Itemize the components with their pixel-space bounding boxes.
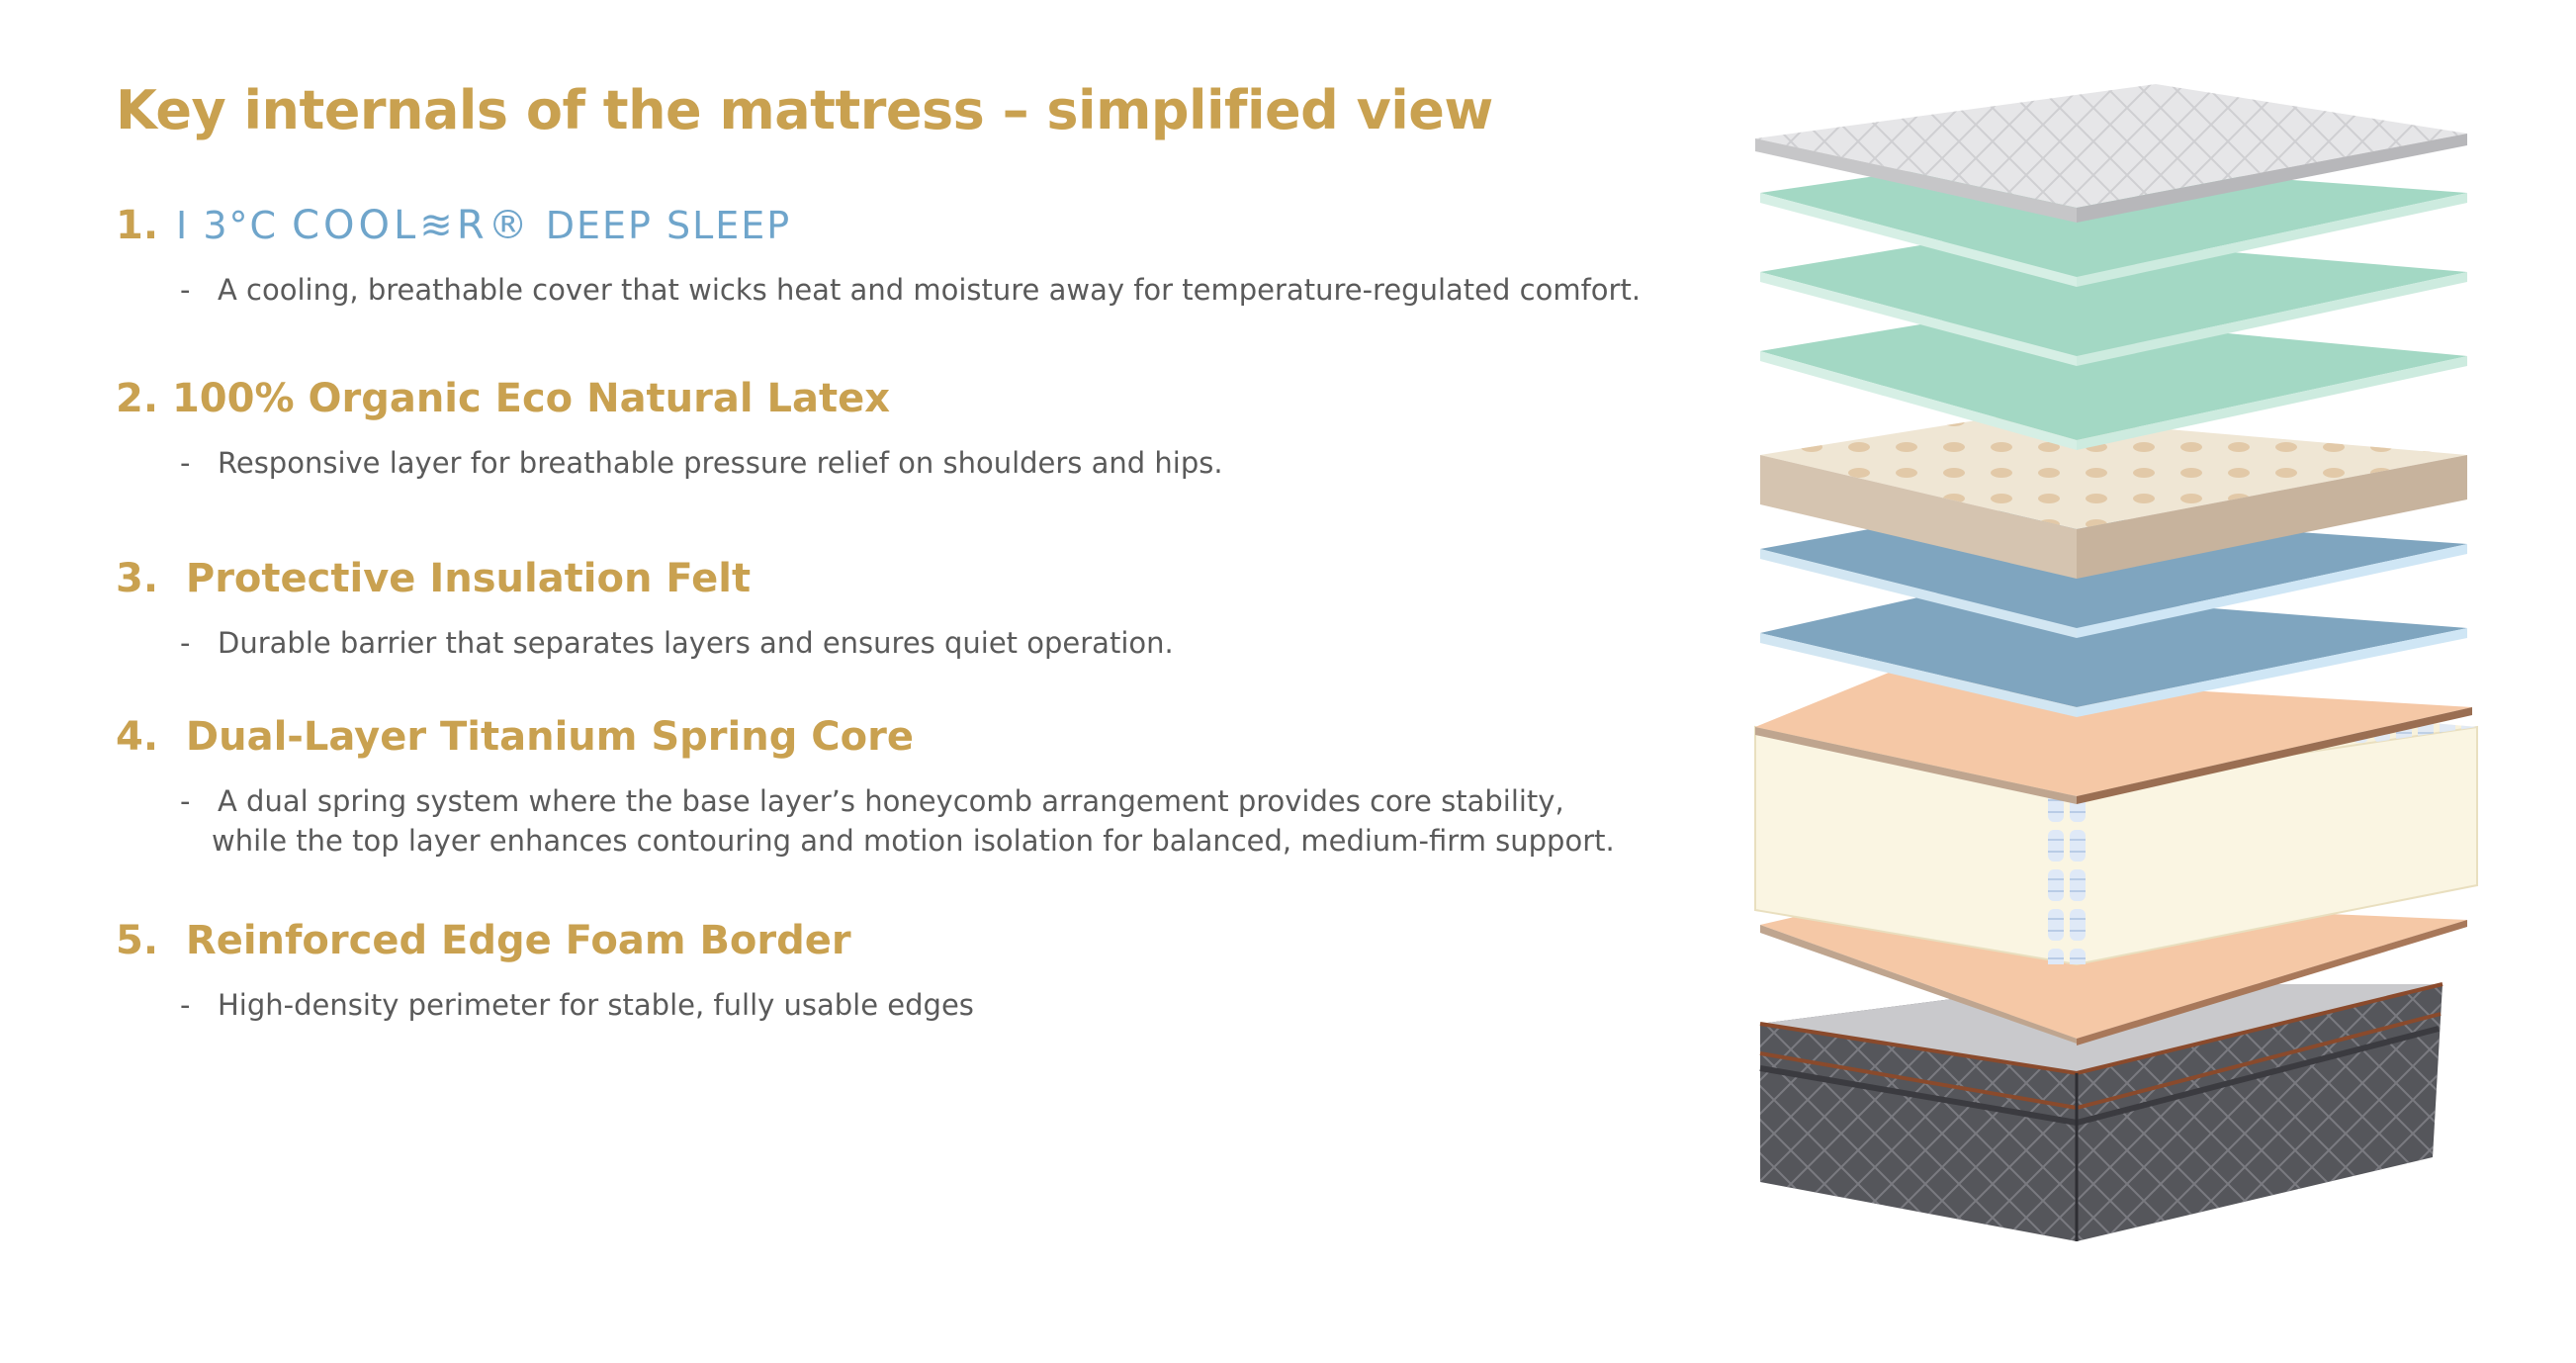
latex-green-layer-2 — [1760, 232, 2467, 356]
layer-item-felt: 3. Protective Insulation Felt - Durable … — [116, 556, 1174, 663]
item-number: 3. — [116, 556, 159, 601]
bullet-dash: - — [180, 784, 191, 818]
item-description: Durable barrier that separates layers an… — [218, 626, 1174, 660]
layer-item-cooler-cover: 1. I 3°C COOL≋R® DEEP SLEEP - A cooling, … — [116, 203, 1641, 310]
layer-item-latex: 2. 100% Organic Eco Natural Latex - Resp… — [116, 376, 1223, 483]
item-description: A cooling, breathable cover that wicks h… — [218, 273, 1642, 307]
item-label: Reinforced Edge Foam Border — [185, 918, 851, 963]
felt-layer-2 — [1760, 589, 2467, 707]
bullet-dash: - — [180, 273, 191, 307]
item-label: Dual-Layer Titanium Spring Core — [185, 714, 914, 760]
item-label: Protective Insulation Felt — [185, 556, 752, 601]
cooler-brand: COOL≋R® — [292, 203, 532, 248]
item-number: 5. — [116, 918, 159, 963]
bullet-dash: - — [180, 626, 191, 660]
item-description: A dual spring system where the base laye… — [218, 784, 1564, 818]
bullet-dash: - — [180, 988, 191, 1022]
cooler-logo: I 3°C COOL≋R® DEEP SLEEP — [176, 203, 791, 248]
base-mattress — [1759, 982, 2443, 1241]
edge-foam-top — [1755, 673, 2472, 796]
cooler-prefix: I 3°C — [176, 204, 279, 247]
layer-item-edge-foam: 5. Reinforced Edge Foam Border - High-de… — [116, 918, 974, 1025]
item-description-continued: while the top layer enhances contouring … — [212, 824, 1615, 858]
layer-item-spring-core: 4. Dual-Layer Titanium Spring Core - A d… — [116, 714, 1615, 861]
latex-foam-layer — [1760, 415, 2467, 579]
page-title: Key internals of the mattress – simplifi… — [116, 79, 1493, 141]
item-description: Responsive layer for breathable pressure… — [218, 446, 1223, 480]
latex-green-layer-3 — [1760, 312, 2467, 440]
item-label: 100% Organic Eco Natural Latex — [171, 376, 891, 421]
item-description: High-density perimeter for stable, fully… — [218, 988, 974, 1022]
item-number: 4. — [116, 714, 159, 760]
cooler-suffix: DEEP SLEEP — [545, 204, 792, 247]
cooler-cover-layer — [1755, 84, 2467, 223]
bullet-dash: - — [180, 446, 191, 480]
item-number: 2. — [116, 376, 159, 421]
item-number: 1. — [116, 203, 159, 248]
mattress-exploded-illustration — [1754, 84, 2478, 1241]
